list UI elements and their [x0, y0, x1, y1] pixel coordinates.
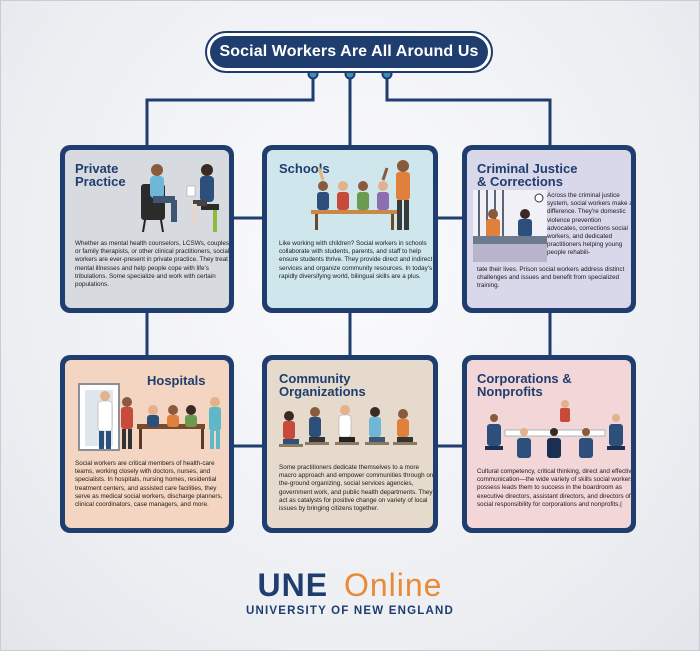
card-description-side: Across the criminal justice system, soci… — [547, 192, 631, 257]
une-online-logo: UNE Online UNIVERSITY OF NEW ENGLAND — [0, 568, 700, 617]
card-private-practice-panel: Private Practice Whether as mental healt… — [65, 150, 229, 308]
card-community-organizations-panel: Community Organizations Some practitione… — [267, 360, 433, 528]
card-description: Whether as mental health counselors, LCS… — [75, 240, 229, 289]
community-meeting-illustration — [279, 405, 417, 447]
logo-online-o: O — [343, 567, 370, 603]
card-heading: Corporations & Nonprofits — [477, 371, 572, 399]
logo-wordmark: UNE Online — [0, 568, 700, 602]
card-corporations-nonprofits: Corporations & Nonprofits Cultural compe… — [462, 355, 636, 533]
logo-online-rest: nline — [369, 567, 443, 603]
card-description: Some practitioners dedicate themselves t… — [279, 464, 433, 513]
card-hospitals-panel: Hospitals Social workers are critical me… — [65, 360, 229, 528]
card-description: Social workers are critical members of h… — [75, 460, 223, 509]
card-hospitals: Hospitals Social workers are critical me… — [60, 355, 234, 533]
card-description: Cultural competency, critical thinking, … — [477, 468, 631, 508]
title-pill: Social Workers Are All Around Us — [205, 31, 493, 73]
card-heading: Community Organizations — [279, 371, 366, 399]
card-schools-panel: Schools Like working with children? Soci… — [267, 150, 433, 308]
card-heading: Hospitals — [147, 373, 206, 388]
therapy-session-illustration — [141, 164, 219, 233]
page-title: Social Workers Are All Around Us — [210, 36, 488, 68]
card-schools: Schools Like working with children? Soci… — [262, 145, 438, 313]
logo-une: UNE — [257, 567, 329, 603]
card-criminal-justice-panel: Criminal Justice & Corrections Across th… — [467, 150, 631, 308]
card-heading: Criminal Justice & Corrections — [477, 161, 578, 189]
card-criminal-justice: Criminal Justice & Corrections Across th… — [462, 145, 636, 313]
card-corporations-nonprofits-panel: Corporations & Nonprofits Cultural compe… — [467, 360, 631, 528]
card-heading: Schools — [279, 161, 330, 176]
card-community-organizations: Community Organizations Some practitione… — [262, 355, 438, 533]
logo-subtitle: UNIVERSITY OF NEW ENGLAND — [245, 605, 455, 617]
card-description: Like working with children? Social worke… — [279, 240, 433, 280]
card-private-practice: Private Practice Whether as mental healt… — [60, 145, 234, 313]
card-heading: Private Practice — [75, 161, 126, 189]
classroom-illustration — [311, 160, 410, 230]
boardroom-illustration — [485, 400, 625, 458]
hospital-waiting-room-illustration — [78, 383, 221, 451]
card-description-bottom: tate their lives. Prison social workers … — [477, 266, 625, 290]
prison-visit-illustration — [473, 190, 547, 262]
logo-online: Online — [344, 567, 443, 603]
